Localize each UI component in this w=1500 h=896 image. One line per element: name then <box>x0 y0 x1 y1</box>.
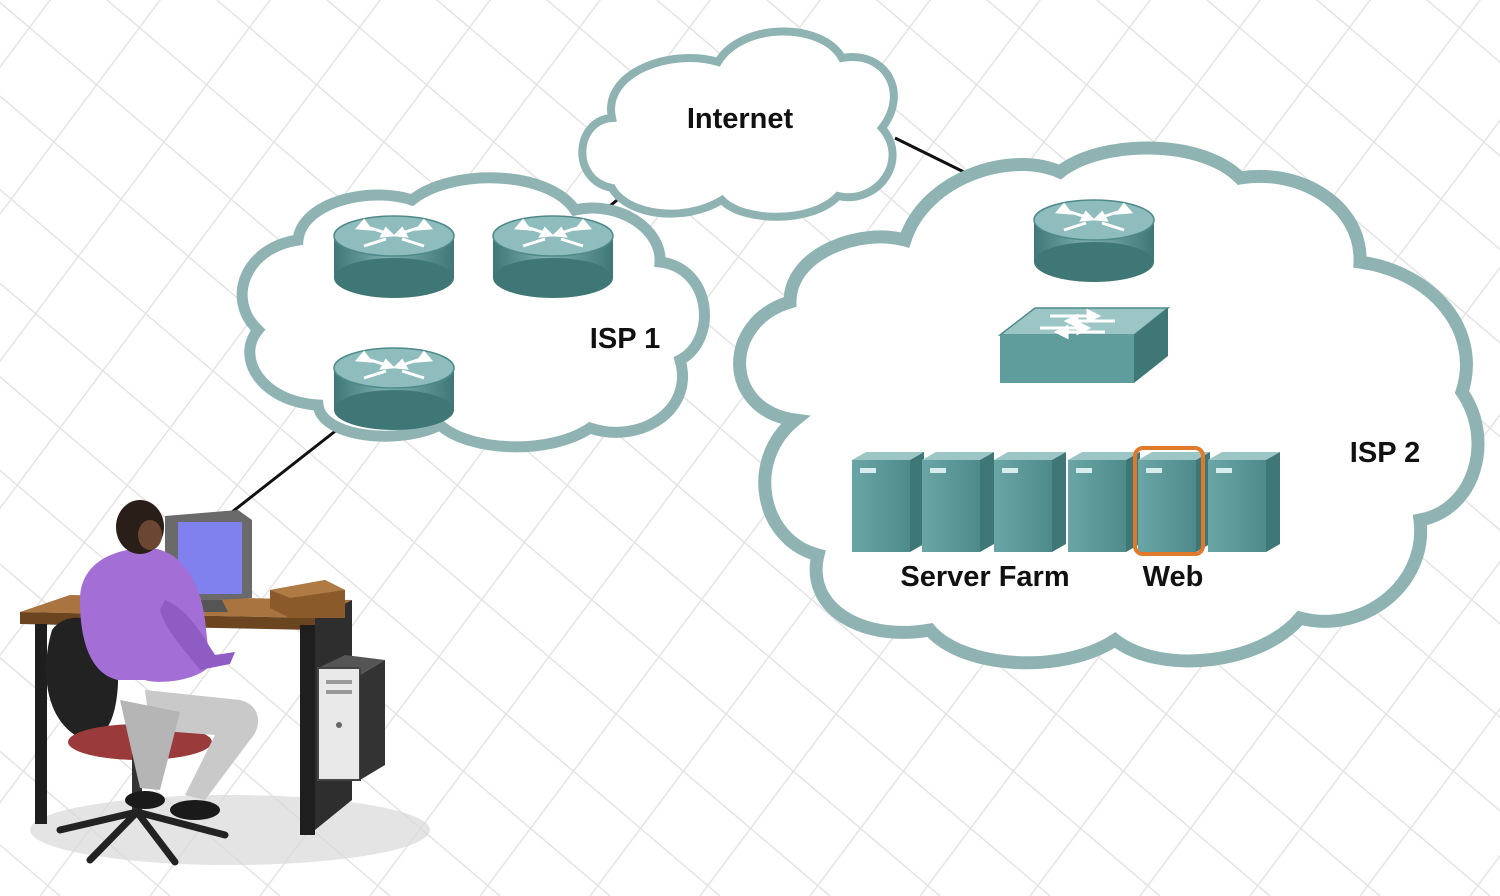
link-r3-workstation <box>231 416 353 514</box>
web-server-icon <box>1133 446 1210 556</box>
isp2-label: ISP 2 <box>1350 437 1420 469</box>
router-icon <box>333 215 455 298</box>
router-icon <box>492 215 614 298</box>
server-farm-label: Server Farm <box>900 561 1069 593</box>
server-icon <box>922 452 994 552</box>
isp1-cloud: ISP 1 <box>236 172 710 453</box>
internet-label: Internet <box>687 103 794 135</box>
switch-icon <box>997 307 1171 383</box>
server-farm <box>852 446 1280 556</box>
server-icon <box>852 452 924 552</box>
server-icon <box>1068 452 1140 552</box>
user-workstation-icon <box>20 500 430 866</box>
server-icon <box>994 452 1066 552</box>
server-icon <box>1208 452 1280 552</box>
router-icon <box>333 347 455 430</box>
routers <box>333 199 1155 430</box>
isp1-label: ISP 1 <box>590 323 660 355</box>
internet-cloud: Internet <box>578 27 898 221</box>
web-label: Web <box>1143 561 1204 593</box>
router-icon <box>1033 199 1155 282</box>
